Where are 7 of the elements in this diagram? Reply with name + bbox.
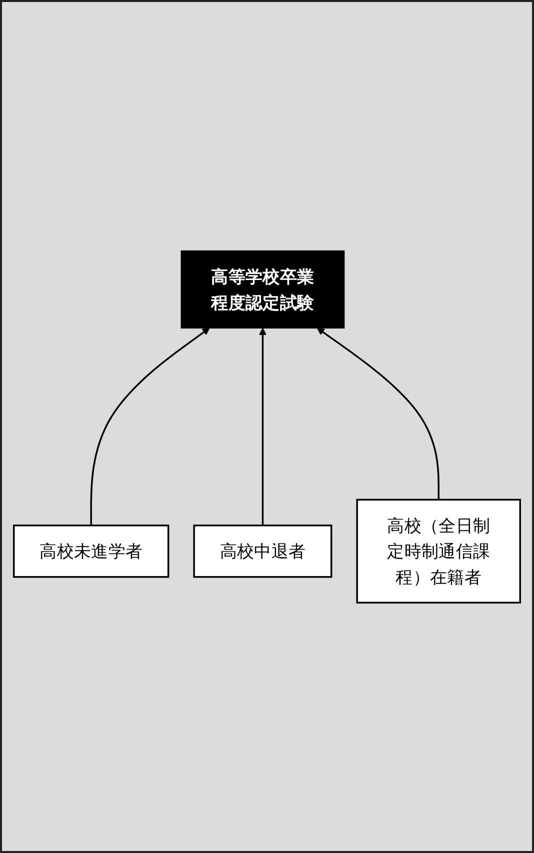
node-box: 高校未進学者 [13,524,170,578]
arrow [316,327,440,500]
node-box: 高等学校卒業程度認定試験 [180,250,345,328]
arrow [258,327,266,526]
arrow [90,327,210,526]
node-box: 高校（全日制定時制通信課程）在籍者 [356,498,521,604]
node-box: 高校中退者 [193,524,332,578]
